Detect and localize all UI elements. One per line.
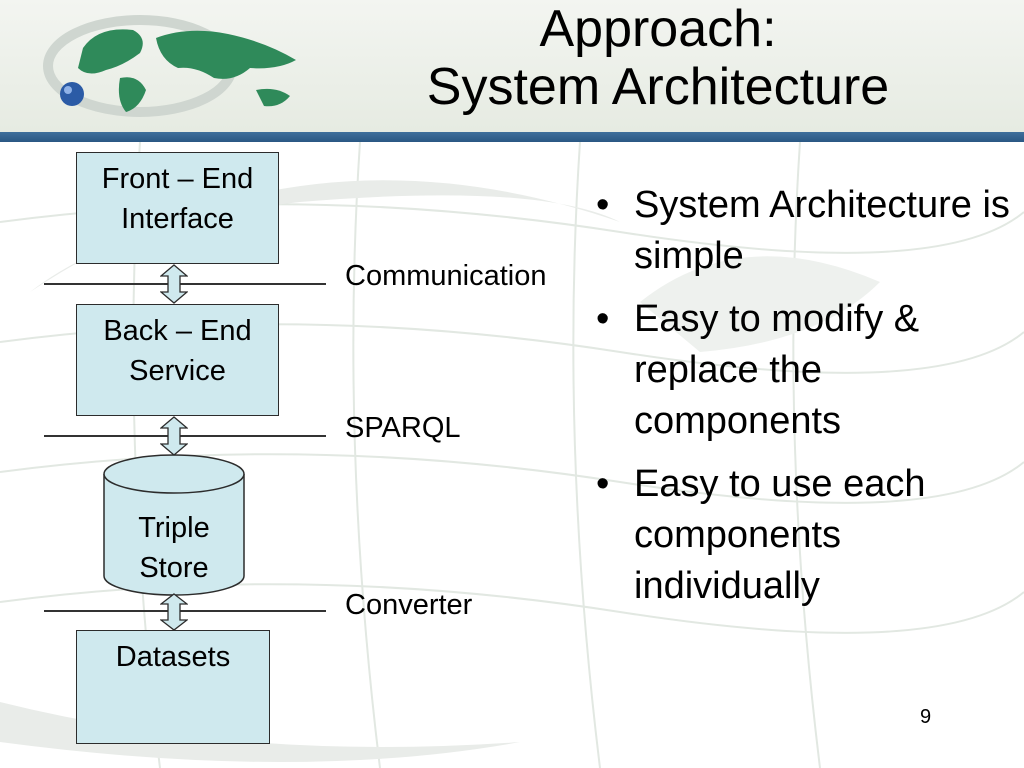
communication-label: Communication (345, 260, 547, 292)
sparql-label: SPARQL (345, 412, 461, 444)
triple-store-line1: Triple (138, 512, 210, 544)
bullet-dot-icon: • (596, 184, 610, 226)
bullet-dot-icon: • (596, 298, 610, 340)
frontend-label-line1: Front – End (101, 163, 254, 195)
frontend-label-line2: Interface (121, 203, 234, 235)
bullet-text: System Architecture is simple (634, 184, 1010, 277)
sparql-separator (44, 435, 326, 437)
globe-logo-icon (43, 15, 296, 117)
bullet-list: • System Architecture is simple • Easy t… (590, 180, 1020, 624)
triple-store-label: Triple Store (102, 508, 246, 588)
title-line-1: Approach: (539, 0, 777, 58)
bullet-item: • Easy to use each components individual… (590, 459, 1020, 612)
page-number: 9 (920, 706, 932, 728)
frontend-interface-box: Front – End Interface (76, 152, 279, 264)
backend-label-line1: Back – End (103, 315, 252, 347)
double-arrow-icon (160, 416, 188, 456)
converter-separator (44, 610, 326, 612)
double-arrow-icon (160, 593, 188, 631)
slide-title: Approach: System Architecture (300, 0, 1016, 116)
bullet-text: Easy to modify & replace the components (634, 298, 920, 442)
double-arrow-icon (160, 264, 188, 304)
title-line-2: System Architecture (426, 58, 890, 116)
header-rule (0, 132, 1024, 142)
bullet-item: • System Architecture is simple (590, 180, 1020, 282)
triple-store-line2: Store (139, 552, 209, 584)
bullet-dot-icon: • (596, 463, 610, 505)
converter-label: Converter (345, 589, 473, 621)
datasets-label: Datasets (115, 641, 231, 673)
backend-label-line2: Service (129, 355, 226, 387)
bullet-item: • Easy to modify & replace the component… (590, 294, 1020, 447)
bullet-text: Easy to use each components individually (634, 463, 926, 607)
backend-service-box: Back – End Service (76, 304, 279, 416)
datasets-box: Datasets (76, 630, 270, 744)
communication-separator (44, 283, 326, 285)
